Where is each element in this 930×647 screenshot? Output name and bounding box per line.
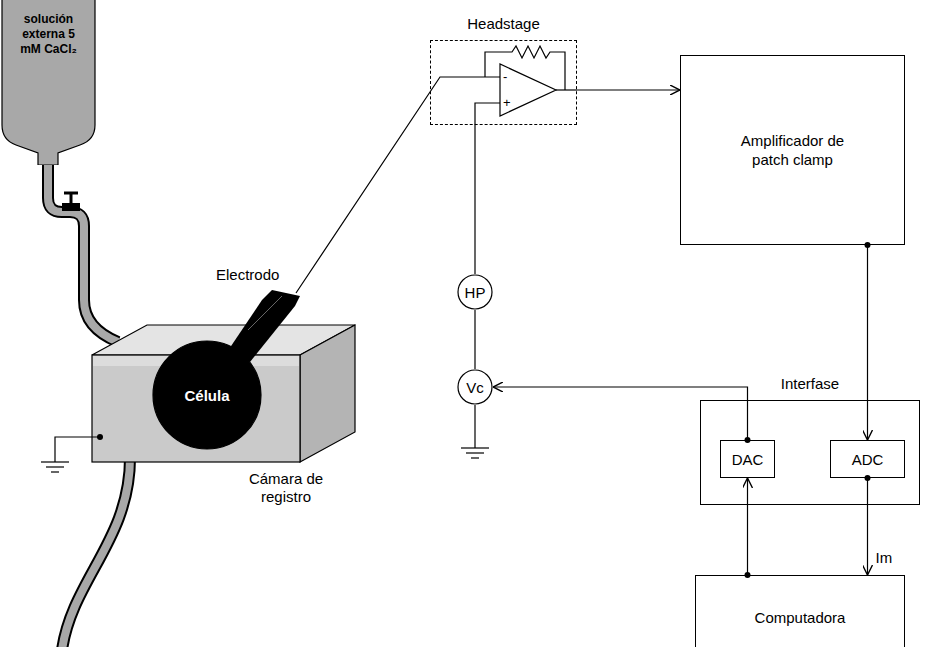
node-text: Computadora xyxy=(755,608,846,627)
ground-symbol xyxy=(461,447,489,448)
circle-shape xyxy=(458,370,492,404)
connector xyxy=(493,387,748,440)
feedback-wire xyxy=(485,46,565,90)
amplifier-box: Amplificador de patch clamp xyxy=(680,55,905,245)
plus-sign: + xyxy=(503,95,511,111)
chamber-side xyxy=(300,325,355,462)
electrode-wire xyxy=(296,77,500,293)
connector xyxy=(474,125,475,274)
node-text: Amplificador de patch clamp xyxy=(723,131,863,169)
node-text: HP xyxy=(465,283,486,302)
ground-symbol xyxy=(466,452,484,453)
junction-dot xyxy=(865,475,871,481)
inlet-tube xyxy=(48,160,118,342)
node-text: Vc xyxy=(466,378,484,397)
node-text: Célula xyxy=(184,386,229,405)
op-amp-symbol xyxy=(500,64,556,116)
hp-circle: HP xyxy=(457,274,493,310)
valve-handle-top xyxy=(64,192,78,195)
ground-wire xyxy=(55,437,100,462)
computer-box: Computadora xyxy=(695,575,905,647)
outlet-tube xyxy=(62,458,130,647)
connector xyxy=(747,478,748,575)
junction-dot xyxy=(865,242,871,248)
minus-sign: - xyxy=(503,69,507,85)
connector xyxy=(474,310,475,369)
inlet-tube-fill xyxy=(48,160,118,342)
ground-symbol xyxy=(41,461,69,462)
node-text: ADC xyxy=(852,450,884,469)
circle-shape xyxy=(153,341,261,449)
adc-box: ADC xyxy=(830,440,905,478)
dac-box: DAC xyxy=(720,440,775,478)
chamber-label: Cámara de registro xyxy=(238,470,334,506)
connector xyxy=(867,478,868,575)
vc-ground-wire xyxy=(474,405,475,448)
connector xyxy=(867,245,868,440)
ground-symbol xyxy=(46,466,64,467)
node-text: solución externa 5 mM CaCl₂ xyxy=(17,0,81,57)
electrode-label: Electrodo xyxy=(216,266,279,284)
vc-circle: Vc xyxy=(457,369,493,405)
node-text: Interfase xyxy=(700,374,920,393)
interface-box: InterfaseDAC ADC xyxy=(700,372,920,505)
op-amp-output xyxy=(556,89,577,90)
ground-symbol xyxy=(471,457,479,458)
plus-input-wire xyxy=(475,103,500,125)
valve xyxy=(62,203,80,211)
connector xyxy=(577,89,680,90)
node-text: DAC xyxy=(732,450,764,469)
node-text: Headstage xyxy=(430,14,577,33)
circle-shape xyxy=(458,275,492,309)
ground-symbol xyxy=(51,471,59,472)
solution-reservoir: solución externa 5 mM CaCl₂ xyxy=(0,0,97,165)
electrode-highlight xyxy=(248,296,282,330)
cell-circle: Célula xyxy=(152,340,262,450)
signal-label: Im xyxy=(876,549,893,567)
reservoir-shape xyxy=(2,0,95,165)
outlet-tube-fill xyxy=(62,458,130,647)
